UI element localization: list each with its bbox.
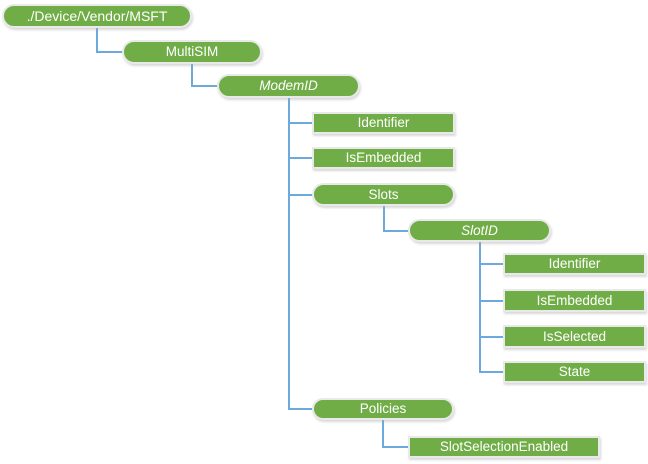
tree-node-slot-isembedded: IsEmbedded <box>503 289 646 312</box>
tree-node-slotid: SlotID <box>408 219 551 242</box>
connector-slotid-to-slot-identifier-horizontal <box>479 263 505 265</box>
tree-node-root: ./Device/Vendor/MSFT <box>2 4 192 28</box>
connector-slotid-to-slot-isembedded-horizontal <box>479 299 505 302</box>
connector-modemid-to-modem-isembedded-horizontal <box>288 157 314 159</box>
connector-policies-to-slotselectionenabled-vertical <box>382 418 384 448</box>
tree-node-policies: Policies <box>312 398 454 420</box>
tree-node-slot-isselected: IsSelected <box>503 325 646 348</box>
tree-node-slot-identifier: Identifier <box>503 253 646 275</box>
connector-multisim-to-modemid-horizontal <box>191 85 219 87</box>
connector-slotid-to-slot-state-horizontal <box>479 371 505 373</box>
tree-node-slots: Slots <box>312 183 455 206</box>
tree-node-multisim: MultiSIM <box>122 40 262 64</box>
connector-slotid-to-slot-isselected-horizontal <box>479 335 505 338</box>
connector-slotid-to-slot-state-vertical <box>479 240 481 373</box>
connector-policies-to-slotselectionenabled-horizontal <box>382 446 410 448</box>
connector-modemid-to-modem-identifier-horizontal <box>288 122 314 124</box>
connector-modemid-to-policies-vertical <box>288 96 290 410</box>
connector-slots-to-slotid-horizontal <box>383 229 410 232</box>
connector-root-to-multisim-vertical <box>96 26 98 53</box>
tree-node-slotselectionenabled: SlotSelectionEnabled <box>408 436 600 458</box>
tree-node-modem-identifier: Identifier <box>312 112 455 134</box>
connector-root-to-multisim-horizontal <box>96 51 124 53</box>
connector-modemid-to-slots-horizontal <box>288 193 314 196</box>
tree-node-modem-isembedded: IsEmbedded <box>312 147 455 169</box>
connector-modemid-to-policies-horizontal <box>288 408 314 410</box>
tree-node-slot-state: State <box>503 361 646 383</box>
connector-multisim-to-modemid-vertical <box>191 62 193 87</box>
connector-slots-to-slotid-vertical <box>383 204 385 232</box>
tree-node-modemid: ModemID <box>217 74 360 98</box>
